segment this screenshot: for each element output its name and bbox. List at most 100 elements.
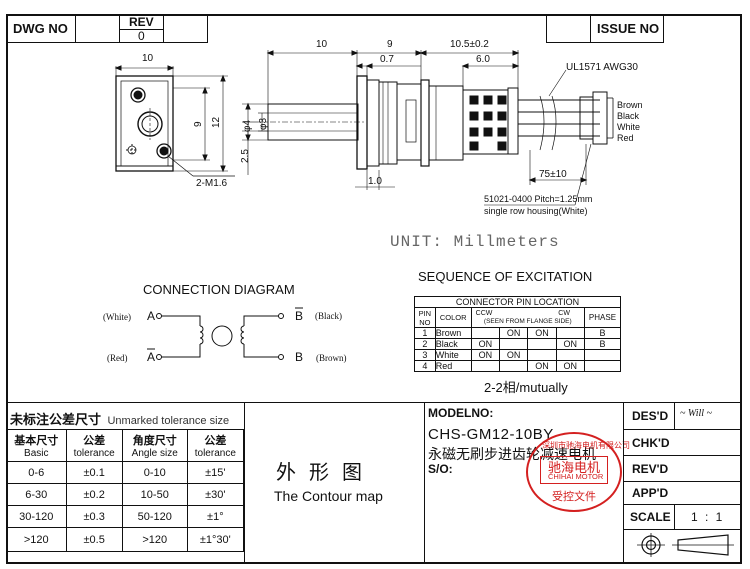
revd-label: REV'D	[632, 462, 669, 476]
side-dim-10-5: 10.5±0.2	[450, 39, 489, 50]
seq-r3-c4	[555, 349, 585, 361]
seq-r2-c3	[527, 338, 557, 350]
scale-value: 1 : 1	[691, 510, 725, 524]
tol-h4-en: tolerance	[194, 448, 236, 459]
seq-r3-phase	[583, 349, 622, 361]
tol-h1-cn: 基本尺寸	[14, 435, 59, 447]
seq-r1-pin: 1	[414, 327, 436, 339]
stamp-brand-cn: 驰海电机	[548, 460, 601, 475]
seq-col-phase: PHASE	[583, 307, 622, 328]
so-label: S/O:	[428, 462, 453, 476]
conn-b-label: B	[295, 350, 303, 364]
rev-value: 0	[138, 29, 145, 43]
side-dim-9: 9	[387, 39, 393, 50]
seq-r1-c2: ON	[498, 327, 529, 339]
contour-title-cn: 外 形 图	[276, 462, 366, 484]
seq-r4-c3: ON	[527, 360, 557, 372]
side-dim-phi4: φ4	[242, 120, 253, 132]
conn-black-label: (Black)	[315, 311, 342, 321]
seq-r2-c1: ON	[470, 338, 500, 350]
projection-symbol-icon	[637, 533, 734, 557]
stamp-top-text: 深圳市驰海电机有限公司	[542, 441, 630, 450]
seq-r3-color: White	[434, 349, 472, 361]
wire-color-white: White	[617, 122, 640, 132]
front-view	[114, 65, 235, 177]
chk-label-cell: CHK'D	[623, 429, 742, 456]
seq-col-color: COLOR	[434, 307, 472, 328]
side-dim-75: 75±10	[539, 169, 567, 180]
front-thread-note: 2-M1.6	[196, 178, 228, 189]
seq-r2-c2	[498, 338, 529, 350]
conn-a-label: A	[147, 309, 155, 323]
housing-line1: 51021-0400 Pitch=1.25mm	[484, 194, 592, 204]
unit-text: UNIT: Millmeters	[390, 233, 560, 251]
model-value: CHS-GM12-10BY	[428, 426, 554, 443]
chk-label: CHK'D	[632, 436, 670, 450]
side-dim-6-0: 6.0	[476, 54, 490, 65]
front-dim-width: 10	[142, 53, 154, 64]
seq-r4-c2	[498, 360, 529, 372]
stamp-bottom-text: 受控文件	[552, 491, 596, 503]
conn-a-bar-label: A	[147, 350, 155, 364]
tol-r3-angle-tol: ±1°	[186, 505, 245, 528]
seq-r4-phase	[583, 360, 622, 372]
tolerance-heading-cn: 未标注公差尺寸	[10, 412, 102, 427]
company-stamp: 深圳市驰海电机有限公司 驰海电机 CHIHAI MOTOR 受控文件	[526, 432, 630, 512]
connection-title: CONNECTION DIAGRAM	[143, 282, 295, 297]
stamp-brand-en: CHIHAI MOTOR	[548, 472, 604, 481]
seq-r4-pin: 4	[414, 360, 436, 372]
front-dim-9: 9	[193, 121, 204, 127]
drawing-svg: 10 12 9 2-M1.6	[103, 39, 643, 364]
des-label-cell: DES'D	[623, 403, 675, 430]
sequence-title: SEQUENCE OF EXCITATION	[418, 269, 592, 284]
tolerance-heading-en: Unmarked tolerance size	[107, 415, 230, 427]
seq-r4-c1	[470, 360, 500, 372]
tol-h3-en: Angle size	[131, 448, 178, 459]
seq-r3-c1: ON	[470, 349, 500, 361]
rev-d-cell: REV'D	[623, 455, 742, 482]
rev-label: REV	[129, 15, 154, 29]
seq-r1-c1	[470, 327, 500, 339]
tol-h2-en: tolerance	[73, 448, 115, 459]
tol-h3-cn: 角度尺寸	[132, 435, 177, 447]
seq-r1-c4	[555, 327, 585, 339]
seq-r1-color: Brown	[434, 327, 472, 339]
wire-color-brown: Brown	[617, 100, 643, 110]
seq-r3-c3	[527, 349, 557, 361]
tol-r4-angle-tol: ±1°30'	[186, 527, 245, 552]
housing-line2: single row housing(White)	[484, 206, 588, 216]
conn-red-label: (Red)	[107, 353, 128, 363]
scale-label-cell: SCALE	[623, 504, 675, 530]
seq-r2-color: Black	[434, 338, 472, 350]
connection-schematic	[156, 313, 284, 360]
front-dim-12: 12	[211, 116, 222, 128]
app-d-cell: APP'D	[623, 481, 742, 505]
seq-cw: CW	[558, 309, 570, 317]
tol-r4-angle: >120	[121, 527, 188, 552]
dwg-no-spacer	[163, 14, 208, 43]
side-dim-10: 10	[316, 39, 328, 50]
seq-ccw: CCW	[475, 309, 493, 317]
seq-r3-c2: ON	[498, 349, 529, 361]
wire-color-black: Black	[617, 111, 640, 121]
wire-color-red: Red	[617, 133, 634, 143]
tol-r2-tol: ±0.2	[65, 483, 123, 506]
tolerance-block-border	[6, 403, 245, 564]
bottom-block-divider	[6, 402, 742, 404]
seq-r2-phase: B	[583, 338, 622, 350]
seq-col-pin: PIN NO	[414, 307, 436, 328]
appd-label: APP'D	[632, 486, 669, 500]
seq-r1-c3: ON	[527, 327, 557, 339]
tol-r3-tol: ±0.3	[65, 505, 123, 528]
tol-h2-cn: 公差	[83, 435, 106, 447]
side-dim-phi3: φ3	[258, 118, 269, 130]
scale-label: SCALE	[630, 510, 671, 524]
tol-h1-en: Basic	[24, 448, 49, 459]
model-label: MODELNO:	[428, 406, 494, 420]
issue-no-cell: ISSUE NO	[590, 14, 664, 43]
issue-no-label: ISSUE NO	[597, 21, 660, 36]
sequence-footer: 2-2相/mutually	[484, 380, 568, 395]
